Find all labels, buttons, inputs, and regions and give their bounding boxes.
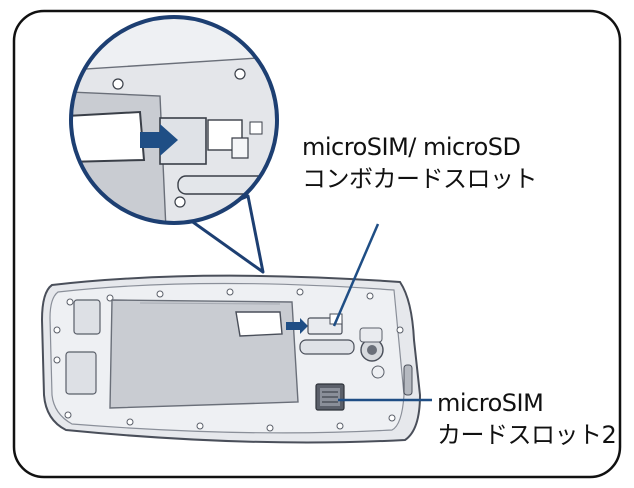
- callout-sim2-slot: microSIM カードスロット2: [437, 387, 617, 451]
- speaker-grille: [65, 299, 101, 395]
- callout-sim2-slot-line1: microSIM: [437, 389, 544, 417]
- leader-line-combo: [332, 223, 380, 327]
- callout-combo-slot-line1: microSIM/ microSD: [302, 133, 521, 161]
- ribbon-connector: [299, 339, 355, 355]
- sim-card-small: [235, 311, 308, 337]
- magnifier-ring: [69, 15, 279, 225]
- camera-lens-icon: [360, 338, 384, 362]
- sim-card-large: [71, 110, 146, 164]
- sim2-slot-device: [315, 383, 345, 411]
- arrow-right-icon: [140, 124, 178, 156]
- callout-combo-slot-line2: コンボカードスロット: [302, 165, 538, 193]
- callout-sim2-slot-line2: カードスロット2: [437, 421, 617, 449]
- callout-combo-slot: microSIM/ microSD コンボカードスロット: [302, 131, 538, 195]
- zoom-view: [71, 17, 277, 223]
